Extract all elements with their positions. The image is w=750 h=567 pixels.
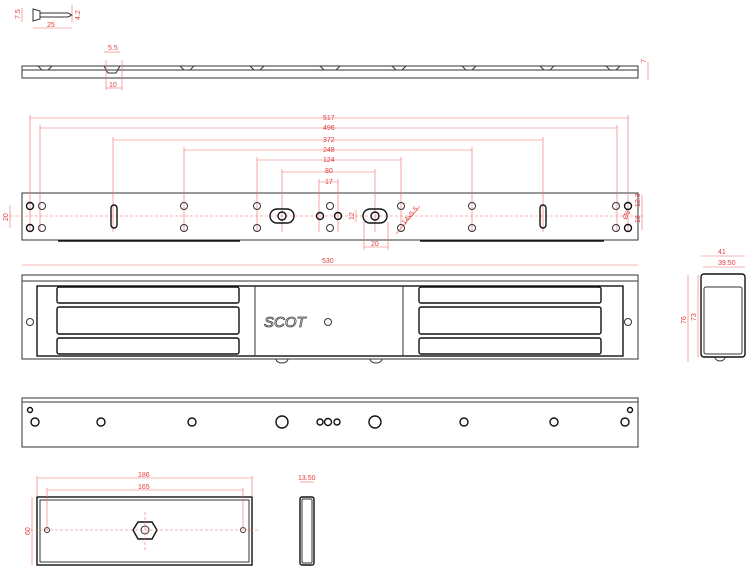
mounting-hole <box>253 202 261 210</box>
screw-view: 7.5 4.2 25 <box>15 5 82 29</box>
dim-372: 372 <box>323 137 335 144</box>
mounting-hole <box>326 224 334 232</box>
bottom-hole <box>368 415 382 429</box>
screw-head <box>32 8 41 22</box>
mounting-hole <box>612 202 620 210</box>
dim-517: 517 <box>323 115 335 122</box>
screw-head-dim: 7.5 <box>15 9 22 19</box>
bottom-hole <box>333 418 341 426</box>
dim-124: 124 <box>323 157 335 164</box>
mounting-hole <box>468 202 476 210</box>
mounting-hole <box>397 224 405 232</box>
bottom-hole <box>275 415 289 429</box>
hole-spacing-dim: 10 <box>109 82 117 89</box>
mounting-hole <box>180 224 188 232</box>
slot-height-dim: 12 <box>349 212 356 220</box>
mounting-hole <box>333 211 343 221</box>
front-view: 530 SCOT <box>21 258 639 364</box>
dim-17: 17 <box>325 179 333 186</box>
armature-thickness-dim: 13.50 <box>298 475 316 482</box>
end-height-inner-dim: 73 <box>691 313 698 321</box>
end-height-outer-dim: 76 <box>681 316 688 324</box>
armature-hole-spacing-dim: 165 <box>138 484 150 491</box>
top-plate-view: 517 496 372 248 124 80 17 20 12 20 14x5.… <box>3 115 645 250</box>
armature-height-dim: 60 <box>25 527 32 535</box>
dim-80: 80 <box>325 168 333 175</box>
mounting-hole <box>612 224 620 232</box>
bottom-hole <box>323 417 333 427</box>
end-width-outer-dim: 41 <box>718 249 726 256</box>
bottom-hole <box>620 417 630 427</box>
hole-spacing-vert-dim: 18 <box>635 215 642 223</box>
scot-logo: SCOT <box>264 314 308 331</box>
bottom-hole <box>626 406 634 414</box>
bottom-hole <box>26 406 34 414</box>
bottom-hole <box>30 417 40 427</box>
countersink-dim: 5.5 <box>108 45 118 52</box>
screw-length-dim: 25 <box>47 22 55 29</box>
armature-view: 186 165 60 13.50 <box>25 472 316 566</box>
mounting-hole <box>397 202 405 210</box>
mounting-hole <box>623 201 633 211</box>
mounting-hole <box>315 211 325 221</box>
bottom-hole <box>316 418 324 426</box>
edge-offset-dim: 12.3 <box>635 193 642 207</box>
bottom-hole <box>459 417 469 427</box>
hole-diameter-dim: Ø6 <box>622 209 633 221</box>
side-profile: 5.5 10 7 <box>21 45 649 90</box>
mounting-hole <box>468 224 476 232</box>
dim-496: 496 <box>323 125 335 132</box>
screw-shaft <box>40 12 74 18</box>
dim-248: 248 <box>323 147 335 154</box>
length-530-dim: 530 <box>322 258 334 265</box>
mounting-hole <box>38 224 46 232</box>
screw-thread-dim: 4.2 <box>75 10 82 20</box>
mounting-hole <box>623 223 633 233</box>
bottom-hole <box>96 417 106 427</box>
slot-width-dim: 20 <box>371 241 379 248</box>
mounting-hole <box>253 224 261 232</box>
mounting-hole <box>25 201 35 211</box>
bottom-hole <box>549 417 559 427</box>
armature-length-dim: 186 <box>138 472 150 479</box>
plate-height-dim: 20 <box>3 213 10 221</box>
mounting-hole <box>180 202 188 210</box>
mounting-hole <box>326 202 334 210</box>
end-view: 41 39.50 76 73 <box>681 249 746 362</box>
mounting-hole <box>25 223 35 233</box>
bottom-plate-view <box>21 397 639 448</box>
thickness-dim: 7 <box>641 59 648 63</box>
bottom-hole <box>187 417 197 427</box>
mounting-hole <box>38 202 46 210</box>
end-width-inner-dim: 39.50 <box>718 260 736 267</box>
